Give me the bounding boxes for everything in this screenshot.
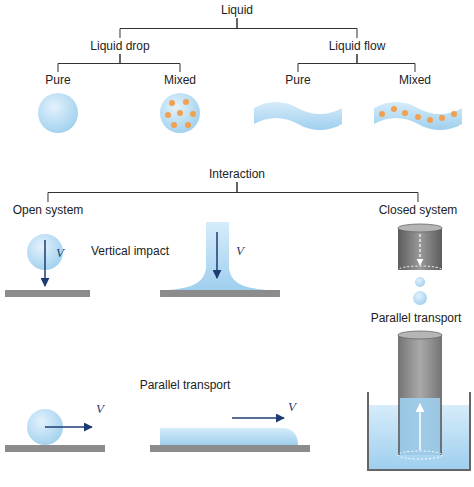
node-text: Liquid xyxy=(221,3,253,17)
tree-node: Mixed xyxy=(396,72,434,88)
mixed-flow xyxy=(374,102,462,130)
tree-node: Liquid flow xyxy=(326,38,389,54)
tree-node: Mixed xyxy=(161,72,199,88)
tree-node: Pure xyxy=(42,72,73,88)
tree-branch xyxy=(58,54,120,72)
tube-in-bath xyxy=(368,331,470,470)
tree-branch xyxy=(357,54,415,72)
node-text: Mixed xyxy=(164,73,196,87)
tree-branch xyxy=(120,18,237,38)
node-text: Liquid drop xyxy=(90,39,149,53)
velocity-symbol: V xyxy=(236,244,244,258)
panel-label: Parallel transport xyxy=(140,378,231,392)
velocity-symbol: V xyxy=(56,246,64,260)
tree-branch xyxy=(298,54,357,72)
velocity-symbol: V xyxy=(96,402,104,416)
jet-impact xyxy=(160,222,280,297)
tree-node: Closed system xyxy=(376,202,461,218)
pure-drop xyxy=(38,93,78,133)
tree-branch xyxy=(48,182,237,202)
node-text: Interaction xyxy=(209,167,265,181)
panel-label: Parallel transport xyxy=(371,311,462,325)
node-text: Liquid flow xyxy=(329,39,386,53)
node-text: Closed system xyxy=(379,203,458,217)
tree-branch xyxy=(120,54,180,72)
velocity-symbol: V xyxy=(288,400,296,414)
tree-node: Pure xyxy=(282,72,313,88)
pure-flow xyxy=(254,102,342,130)
node-text: Mixed xyxy=(399,73,431,87)
mixed-drop xyxy=(160,93,200,133)
panel-label: Vertical impact xyxy=(91,244,169,258)
node-text: Pure xyxy=(285,73,310,87)
drop-impact xyxy=(5,234,90,297)
tree-branch xyxy=(237,182,418,202)
node-text: Open system xyxy=(13,203,84,217)
node-text: Pure xyxy=(45,73,70,87)
tube-dripping xyxy=(398,224,442,305)
tree-branch xyxy=(237,18,357,38)
tree-node: Open system xyxy=(10,202,87,218)
tree-node: Liquid xyxy=(218,2,256,18)
tree-node: Liquid drop xyxy=(87,38,152,54)
film-sliding xyxy=(150,418,310,452)
drop-sliding xyxy=(5,409,105,452)
tree-node: Interaction xyxy=(206,166,268,182)
